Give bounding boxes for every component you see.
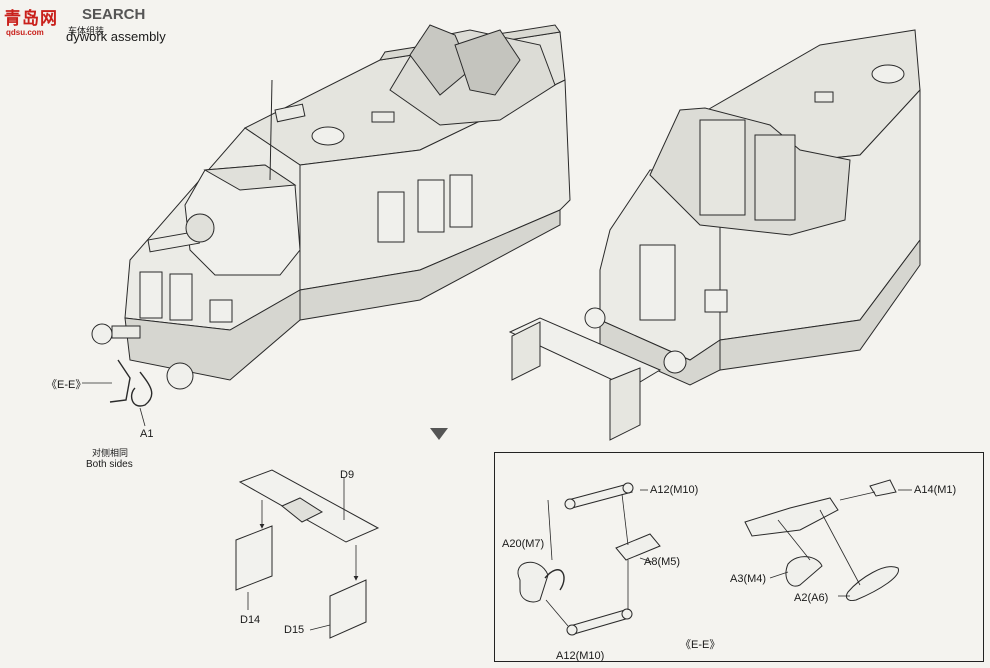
- inset-title: 《E-E》: [680, 639, 721, 651]
- inset-callout-a2: A2(A6): [794, 592, 829, 604]
- step-title: dywork assembly: [66, 29, 166, 44]
- callout-both-sides-cn: 对侧相同: [92, 449, 129, 459]
- assembly-arrow-icon: [430, 428, 448, 440]
- step-title-cn: 车体组装: [68, 27, 105, 37]
- callout-ee-left: 《E-E》: [46, 379, 87, 391]
- callout-d15: D15: [284, 624, 305, 636]
- callout-d9: D9: [340, 469, 355, 481]
- callout-a1: A1: [140, 428, 154, 440]
- inset-callout-a12-bottom: A12(M10): [556, 650, 605, 662]
- left-armored-wagon: [91, 24, 571, 407]
- inset-callout-a20: A20(M7): [502, 538, 545, 550]
- inset-callout-a14: A14(M1): [914, 484, 957, 496]
- ee-inset-parts: [517, 479, 899, 636]
- inset-callout-a3: A3(M4): [730, 573, 767, 585]
- d9-bracket-parts: [235, 469, 380, 639]
- watermark-url: qdsu.com: [6, 28, 44, 37]
- callout-d14: D14: [240, 614, 261, 626]
- watermark-logo-en: SEARCH: [82, 6, 146, 23]
- right-armored-wagon: [508, 29, 921, 441]
- inset-callout-a8: A8(M5): [644, 556, 681, 568]
- ee-detail-inset: [494, 452, 984, 662]
- page-header: 青岛网 SEARCH qdsu.com 车体组装 dywork assembly: [4, 4, 204, 44]
- callout-both-sides: Both sides: [86, 459, 133, 470]
- inset-callout-a12-top: A12(M10): [650, 484, 699, 496]
- watermark-logo-cn: 青岛网: [4, 9, 58, 29]
